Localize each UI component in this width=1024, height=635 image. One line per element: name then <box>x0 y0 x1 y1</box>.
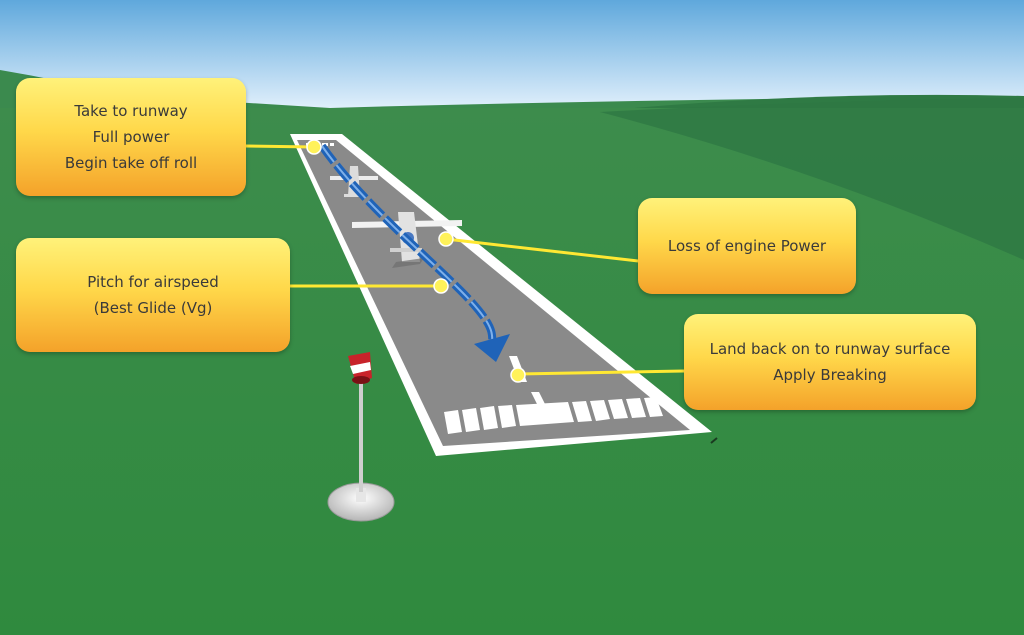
callout-take-off: Take to runway Full power Begin take off… <box>16 78 246 196</box>
callout-text: (Best Glide (Vg) <box>93 299 213 317</box>
runway-surface <box>297 140 690 446</box>
leader-lines <box>245 144 685 376</box>
near-threshold-marks <box>444 397 663 434</box>
leader-dots <box>306 139 526 383</box>
callout-land-back: Land back on to runway surface Apply Bre… <box>684 314 976 410</box>
flight-path-arrow-icon <box>318 143 510 362</box>
callout-text: Apply Breaking <box>773 366 887 384</box>
ground-mark <box>710 437 718 444</box>
callout-text: Loss of engine Power <box>667 237 827 255</box>
callout-text: Full power <box>92 128 170 146</box>
callout-pitch-airspeed: Pitch for airspeed (Best Glide (Vg) <box>16 238 290 352</box>
callout-text: Take to runway <box>74 102 188 120</box>
callout-text: Begin take off roll <box>64 154 198 172</box>
callout-text: Pitch for airspeed <box>87 273 219 291</box>
callout-engine-loss: Loss of engine Power <box>638 198 856 294</box>
right-hill-shade <box>600 98 1024 260</box>
windsock-icon <box>327 352 395 522</box>
callout-text: Land back on to runway surface <box>709 340 951 358</box>
